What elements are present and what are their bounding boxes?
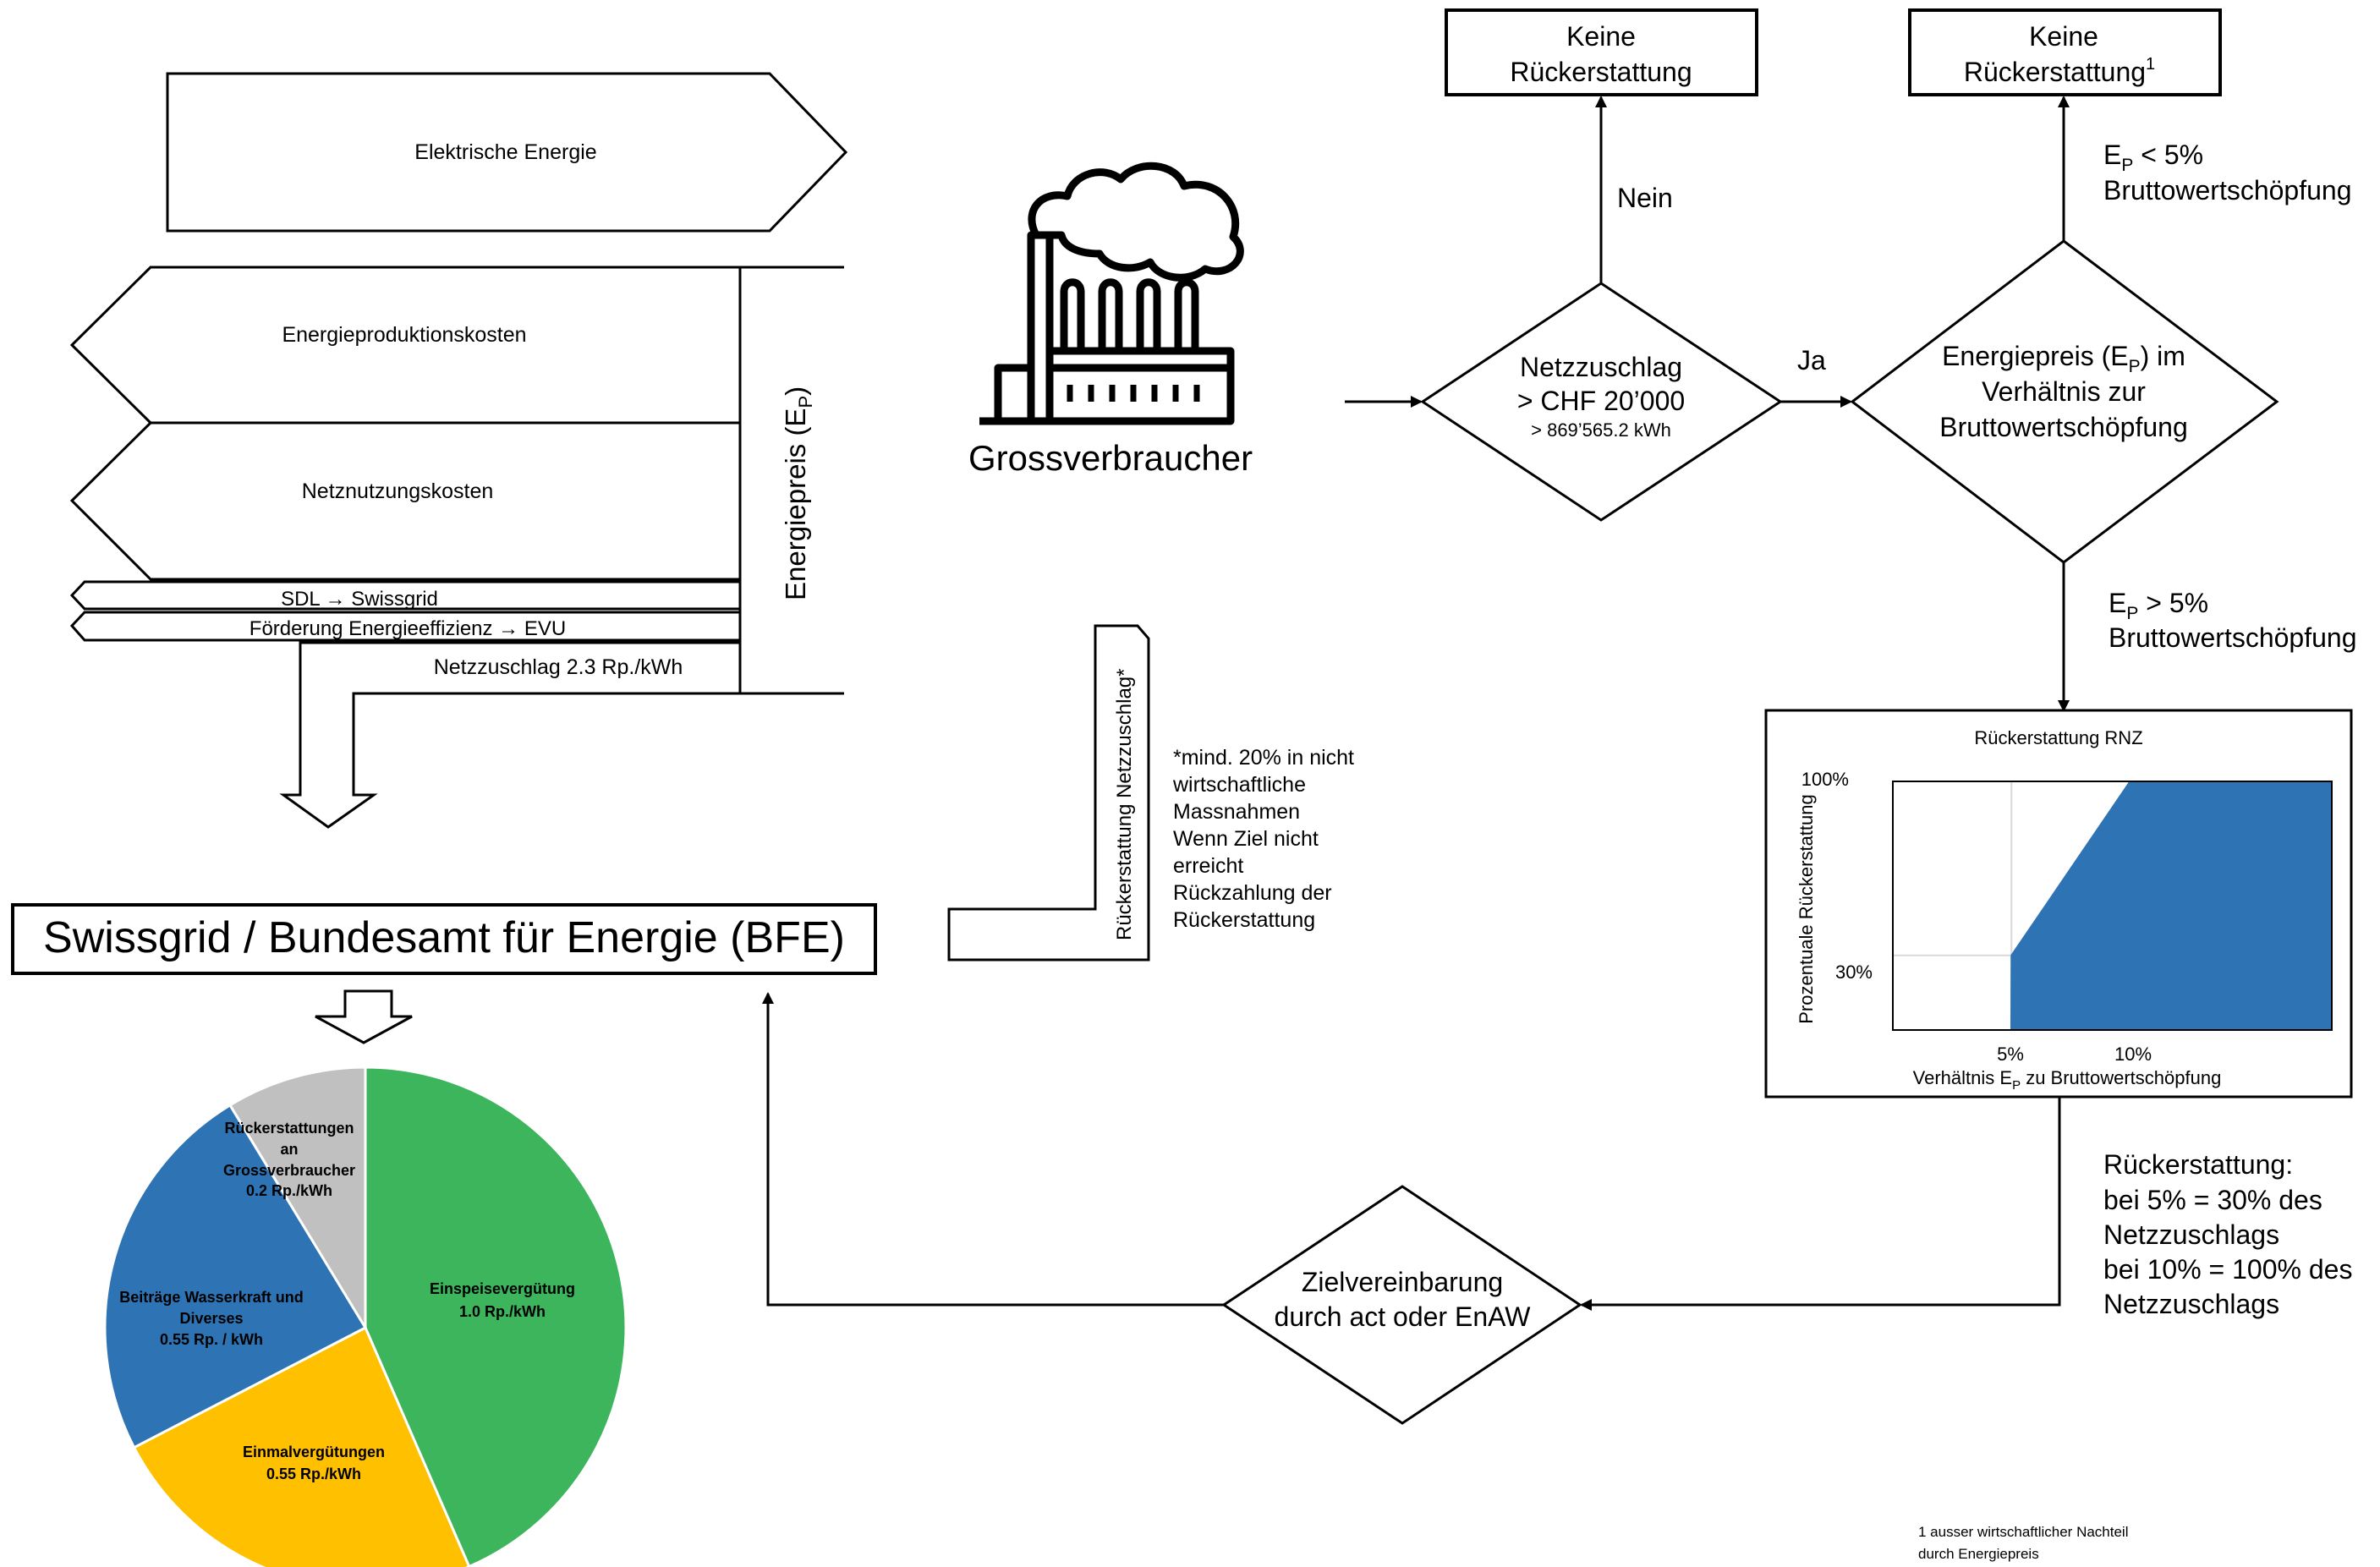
netzzuschlag-decision-diamond (1420, 282, 1783, 522)
diamond1-line3: > 869’565.2 kWh (1531, 419, 1671, 441)
ep-gt5-line1: EP > 5% (2109, 588, 2208, 623)
arrow-to-zielvereinbarung (1580, 1098, 2061, 1311)
pie-value-einspeise: 1.0 Rp./kWh (459, 1303, 546, 1320)
rnz-ytick-100: 100% (1801, 769, 1849, 790)
star-footnote-line1: *mind. 20% in nicht (1173, 746, 1354, 770)
star-footnote-line4: Wenn Ziel nicht (1173, 827, 1319, 851)
bfe-down-arrow (315, 989, 413, 1044)
pie-slice-1 (132, 1325, 471, 1567)
star-footnote-line3: Massnahmen (1173, 800, 1300, 824)
pie-value-einmal: 0.55 Rp./kWh (266, 1466, 361, 1482)
foerderung-arrow (69, 611, 742, 642)
rueck-info-line2: bei 5% = 30% des (2103, 1185, 2322, 1215)
rnz-plot-outline (1892, 781, 2333, 1031)
energy-cost-flow: Elektrische Energie Energieproduktionsko… (69, 72, 848, 829)
netzzuschlag-label: Netzzuschlag 2.3 Rp./kWh (434, 655, 683, 679)
zielvereinbarung-diamond (1221, 1185, 1582, 1425)
pie-chart (103, 1066, 628, 1567)
sdl-label: SDL → Swissgrid (281, 588, 438, 611)
rnz-xtick-5: 5% (1997, 1044, 2024, 1065)
rnz-chart: Rückerstattung RNZ 100% 30% 5% 10% Verhä… (1764, 709, 2353, 1099)
rueckerstattung-info: Rückerstattung: bei 5% = 30% des Netzzus… (2103, 1149, 2352, 1319)
pie-value-rueck: 0.2 Rp./kWh (246, 1182, 332, 1199)
zielvereinbarung-line2: durch act oder EnAW (1275, 1301, 1532, 1332)
bfe-label: Swissgrid / Bundesamt für Energie (BFE) (43, 913, 845, 962)
pie-label-rueck: Rückerstattungen (224, 1120, 354, 1137)
zielvereinbarung-line1: Zielvereinbarung (1302, 1267, 1503, 1297)
ep-gt5-line2: Bruttowertschöpfung (2109, 622, 2357, 653)
pie-slice-3 (228, 1066, 367, 1333)
elektrische-energie-label: Elektrische Energie (414, 140, 596, 164)
pie-slice-2 (103, 1103, 368, 1449)
netznutzungskosten-label: Netznutzungskosten (302, 479, 494, 503)
rnz-chart-title: Rückerstattung RNZ (1974, 727, 2142, 748)
star-footnote-line7: Rückerstattung (1173, 908, 1315, 932)
sdl-arrow (69, 580, 742, 611)
refund-l-arrow (947, 624, 1150, 962)
refund-label: Rückerstattung Netzzuschlag* (1113, 669, 1136, 941)
pie-label-wasserkraft-2: Diverses (179, 1310, 243, 1327)
diamond2-line1: Energiepreis (EP) im (1942, 341, 2185, 376)
netznutzungskosten-arrow (69, 421, 742, 581)
rueck-info-line4: bei 10% = 100% des (2103, 1254, 2352, 1285)
diamond2-line3: Bruttowertschöpfung (1939, 412, 2188, 442)
diamond1-line1: Netzzuschlag (1520, 352, 1682, 382)
footnote-1-line2: durch Energiepreis (1918, 1546, 2039, 1562)
star-footnote: *mind. 20% in nicht wirtschaftliche Mass… (1172, 746, 1354, 932)
ep-lt5-line2: Bruttowertschöpfung (2103, 175, 2352, 205)
pie-value-wasserkraft: 0.55 Rp. / kWh (160, 1331, 263, 1348)
keine-rueckerstattung-box-2 (1908, 8, 2222, 96)
netzzuschlag-arrow (279, 641, 742, 829)
rnz-ylabel: Prozentuale Rückerstattung (1796, 794, 1817, 1024)
diamond1-line2: > CHF 20’000 (1517, 386, 1685, 416)
pie-label-einmal: Einmalvergütungen (243, 1444, 385, 1460)
factory-label: Grossverbraucher (968, 438, 1253, 478)
elektrische-energie-arrow (166, 72, 848, 233)
star-footnote-line5: erreicht (1173, 854, 1243, 878)
star-footnote-line6: Rückzahlung der (1173, 881, 1332, 905)
factory-icon (979, 162, 1244, 425)
pie-slice-0 (364, 1066, 628, 1567)
energieproduktionskosten-label: Energieproduktionskosten (282, 323, 526, 347)
rnz-plot-area (1892, 781, 2333, 1031)
keine-2-line1: Keine (2029, 21, 2098, 52)
ep-lt5-line1: EP < 5% (2103, 140, 2203, 175)
rueck-info-line1: Rückerstattung: (2103, 1149, 2293, 1180)
diamond2-line2: Verhältnis zur (1982, 376, 2146, 407)
decision-flow: Keine Rückerstattung Keine Rückerstattun… (762, 8, 2357, 1425)
foerderung-label: Förderung Energieeffizienz → EVU (250, 617, 566, 640)
keine-2-line2: Rückerstattung1 (1964, 55, 2155, 87)
arrow-to-bfe (762, 992, 1224, 1307)
rueck-info-line5: Netzzuschlags (2103, 1289, 2279, 1319)
energiepreis-vertical-label: Energiepreis (EP) (780, 386, 816, 600)
star-footnote-line2: wirtschaftliche (1172, 773, 1306, 797)
pie-label-rueck-3: Grossverbraucher (223, 1162, 355, 1179)
keine-1-line1: Keine (1566, 21, 1636, 52)
keine-1-line2: Rückerstattung (1510, 57, 1692, 87)
pie-label-einspeise: Einspeisevergütung (430, 1280, 575, 1297)
keine-rueckerstattung-box-1 (1445, 8, 1758, 96)
rnz-xtick-10: 10% (2114, 1044, 2152, 1065)
pie-label-wasserkraft: Beiträge Wasserkraft und (119, 1289, 303, 1306)
footnote-1-line1: 1 ausser wirtschaftlicher Nachteil (1918, 1524, 2128, 1540)
rnz-ytick-30: 30% (1835, 962, 1873, 983)
bfe-box (11, 903, 877, 975)
rueck-info-line3: Netzzuschlags (2103, 1219, 2279, 1250)
pie-labels: Einspeisevergütung 1.0 Rp./kWh Einmalver… (119, 1120, 575, 1482)
ja-label: Ja (1797, 345, 1826, 375)
nein-label: Nein (1617, 183, 1673, 213)
rnz-xlabel: Verhältnis EP zu Bruttowertschöpfung (1913, 1067, 2222, 1093)
pie-label-rueck-2: an (280, 1141, 298, 1158)
